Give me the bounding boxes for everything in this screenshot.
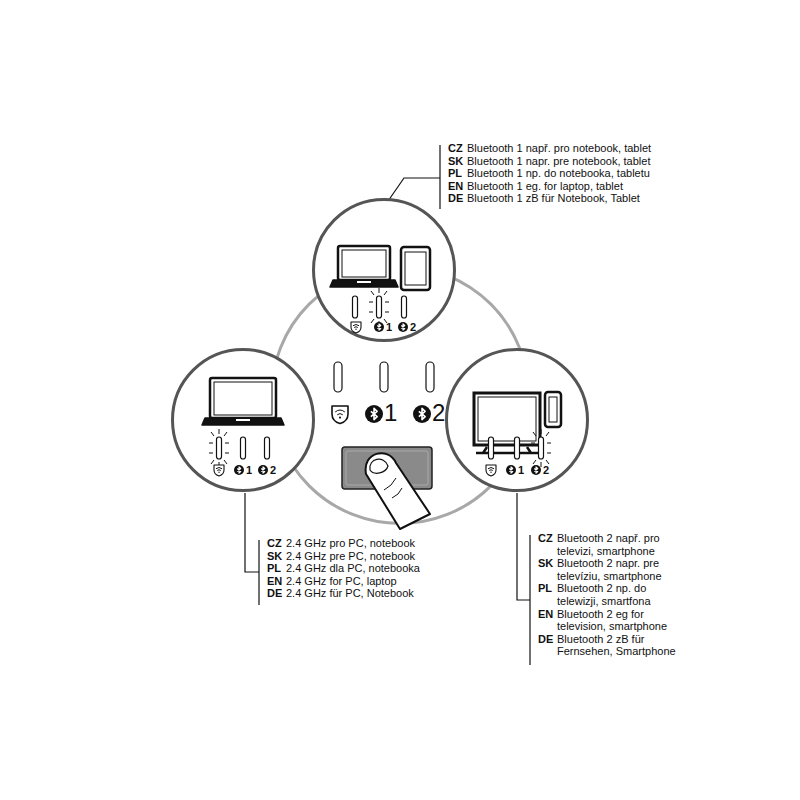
language-row: SK2.4 GHz pre PC, notebook — [267, 550, 467, 563]
language-row: PLBluetooth 1 np. do notebooka, tabletu — [448, 167, 748, 180]
channel-number: 2 — [270, 465, 276, 476]
channel-number: 1 — [386, 322, 392, 333]
mode-description: Bluetooth 1 např. pro notebook, tablet — [467, 142, 651, 155]
device-circle: 12 — [312, 198, 456, 342]
callout-text: CZBluetooth 1 např. pro notebook, tablet… — [448, 142, 748, 205]
callout-text: CZ2.4 GHz pro PC, notebookSK2.4 GHz pre … — [267, 537, 467, 600]
language-row: CZ2.4 GHz pro PC, notebook — [267, 537, 467, 550]
language-row: SKBluetooth 2 napr. pre televíziu, smart… — [538, 557, 690, 582]
language-code: EN — [538, 608, 557, 621]
mode-description: 2.4 GHz pro PC, notebook — [286, 537, 415, 550]
language-row: SKBluetooth 1 napr. pre notebook, tablet — [448, 155, 748, 168]
circle-outline — [312, 198, 456, 342]
language-row: PL2.4 GHz dla PC, notebooka — [267, 562, 467, 575]
device-circle: 12 — [171, 348, 315, 492]
language-code: PL — [448, 167, 467, 180]
mode-description: 2.4 GHz pre PC, notebook — [286, 550, 415, 563]
language-code: SK — [538, 557, 557, 570]
channel-number: 2 — [543, 465, 549, 476]
mode-description: Bluetooth 2 napr. pre televíziu, smartph… — [557, 557, 690, 582]
language-code: DE — [448, 192, 467, 205]
language-code: EN — [267, 575, 286, 588]
channel-number: 2 — [432, 401, 445, 425]
language-row: CZBluetooth 2 např. pro televizi, smartp… — [538, 532, 690, 557]
language-code: EN — [448, 180, 467, 193]
language-row: DEBluetooth 1 zB für Notebook, Tablet — [448, 192, 748, 205]
language-row: EN2.4 GHz for PC, laptop — [267, 575, 467, 588]
language-code: PL — [538, 582, 557, 595]
device-circle: 12 — [445, 348, 589, 492]
language-row: PLBluetooth 2 np. do telewizji, smartfon… — [538, 582, 690, 607]
channel-number: 1 — [384, 401, 397, 425]
circle-outline — [445, 348, 589, 492]
mode-description: Bluetooth 2 np. do telewizji, smartfona — [557, 582, 690, 607]
language-code: SK — [448, 155, 467, 168]
mode-description: Bluetooth 1 zB für Notebook, Tablet — [467, 192, 640, 205]
language-code: DE — [538, 633, 557, 646]
language-row: ENBluetooth 1 eg. for laptop, tablet — [448, 180, 748, 193]
language-code: DE — [267, 587, 286, 600]
mode-description: 2.4 GHz for PC, laptop — [286, 575, 397, 588]
mode-description: Bluetooth 1 napr. pre notebook, tablet — [467, 155, 650, 168]
mode-description: Bluetooth 1 eg. for laptop, tablet — [467, 180, 623, 193]
language-row: DE2.4 GHz für PC, Notebook — [267, 587, 467, 600]
leader-line — [517, 493, 530, 600]
mode-description: 2.4 GHz dla PC, notebooka — [286, 562, 420, 575]
language-code: CZ — [267, 537, 286, 550]
callout-text: CZBluetooth 2 např. pro televizi, smartp… — [538, 532, 690, 658]
channel-number: 2 — [410, 322, 416, 333]
bracket-line — [439, 145, 440, 209]
language-row: CZBluetooth 1 např. pro notebook, tablet — [448, 142, 748, 155]
mode-description: Bluetooth 1 np. do notebooka, tabletu — [467, 167, 650, 180]
channel-number: 1 — [246, 465, 252, 476]
language-code: SK — [267, 550, 286, 563]
leader-line — [245, 493, 259, 572]
channel-number: 1 — [518, 465, 524, 476]
language-row: DEBluetooth 2 zB für Fernsehen, Smartpho… — [538, 633, 690, 658]
mode-description: Bluetooth 2 zB für Fernsehen, Smartphone — [557, 633, 690, 658]
mode-description: Bluetooth 2 eg for television, smartphon… — [557, 608, 690, 633]
language-code: PL — [267, 562, 286, 575]
mode-description: Bluetooth 2 např. pro televizi, smartpho… — [557, 532, 690, 557]
circle-outline — [171, 348, 315, 492]
language-code: CZ — [448, 142, 467, 155]
language-row: ENBluetooth 2 eg for television, smartph… — [538, 608, 690, 633]
language-code: CZ — [538, 532, 557, 545]
mode-description: 2.4 GHz für PC, Notebook — [286, 587, 414, 600]
